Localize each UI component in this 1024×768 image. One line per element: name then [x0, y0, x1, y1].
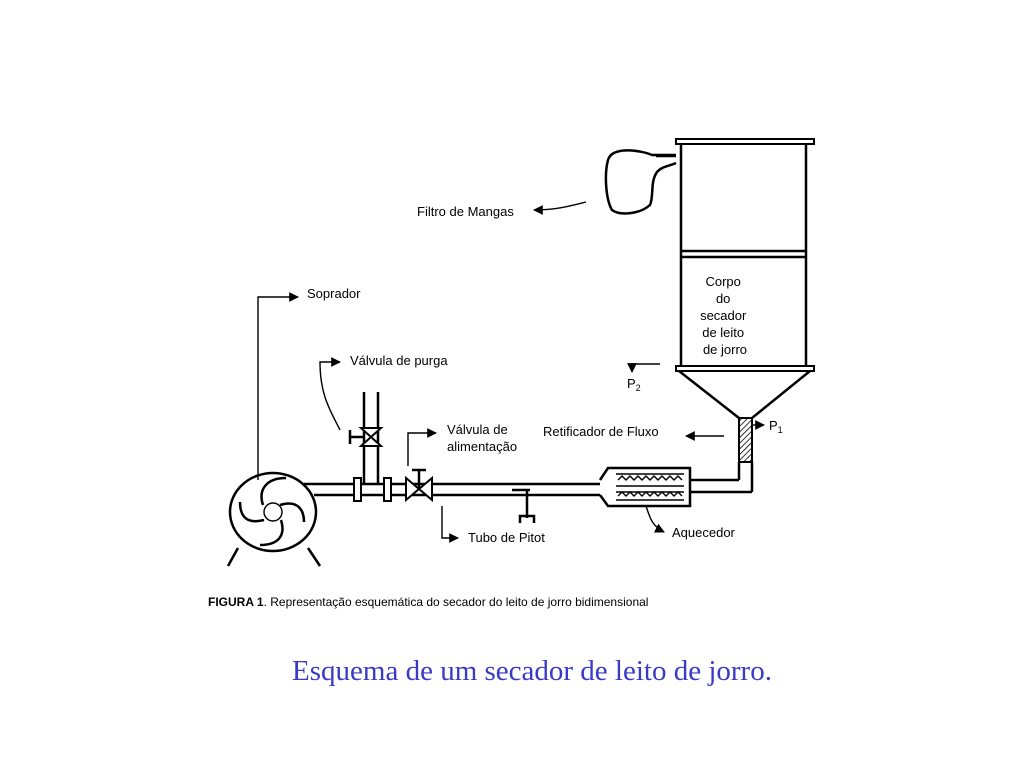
spouted-bed-dryer-diagram: Filtro de Mangas Soprador Válvula de pur… — [208, 138, 815, 609]
feed-valve — [405, 468, 433, 503]
slide-caption: Esquema de um secador de leito de jorro. — [292, 655, 772, 687]
bag-filter — [604, 149, 677, 215]
dryer-column — [675, 138, 815, 372]
main-pipe — [304, 477, 752, 502]
label-p2: P2 — [627, 376, 641, 393]
label-valvula-alimentacao-1: Válvula de — [447, 422, 508, 437]
heater — [598, 466, 692, 508]
flow-straightener — [737, 417, 754, 492]
label-retificador: Retificador de Fluxo — [543, 424, 659, 439]
label-valvula-alimentacao-2: alimentação — [447, 439, 517, 454]
label-corpo: Corpo do secador de leito de jorro — [700, 274, 750, 357]
purge-valve — [348, 427, 384, 447]
blower — [226, 471, 322, 567]
label-p1: P1 — [769, 418, 783, 435]
label-tubo-pitot: Tubo de Pitot — [468, 530, 545, 545]
label-filtro: Filtro de Mangas — [417, 204, 514, 219]
label-valvula-purga: Válvula de purga — [350, 353, 448, 368]
figure-caption: FIGURA 1. Representação esquemática do s… — [208, 595, 648, 609]
label-aquecedor: Aquecedor — [672, 525, 736, 540]
pitot-tube — [512, 488, 536, 523]
leader-arrows — [257, 201, 765, 543]
label-soprador: Soprador — [307, 286, 361, 301]
dryer-cone — [678, 370, 811, 419]
